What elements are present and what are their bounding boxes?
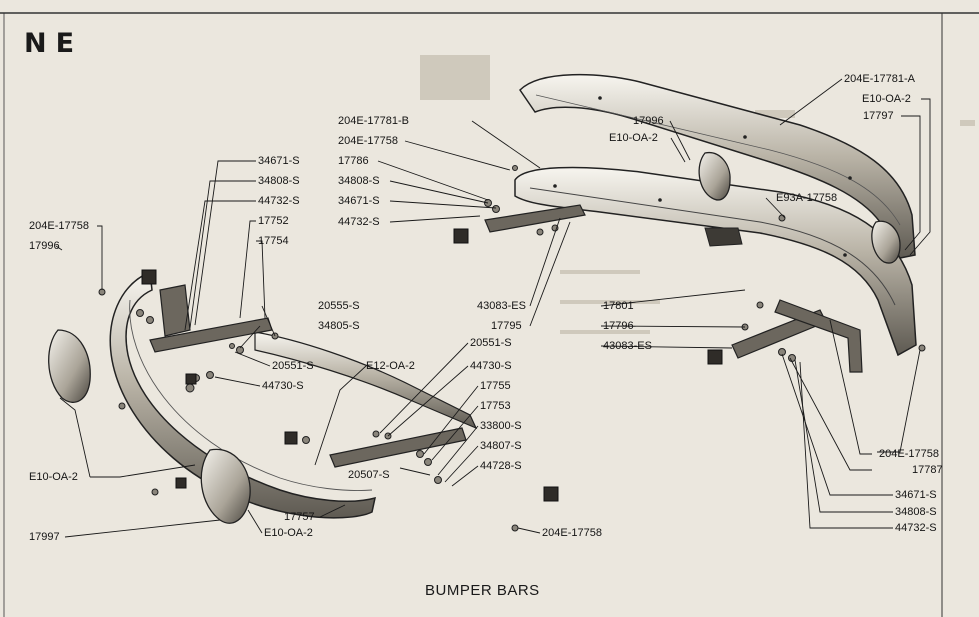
part-label: 17752 [258, 215, 289, 227]
page-code: NE [24, 28, 84, 59]
part-label: 43083-ES [603, 340, 652, 352]
part-label: E12-OA-2 [366, 360, 415, 372]
part-label: 43083-ES [477, 300, 526, 312]
part-label: 34807-S [480, 440, 522, 452]
part-label: 204E-17758 [542, 527, 602, 539]
part-label: E10-OA-2 [264, 527, 313, 539]
part-label: E10-OA-2 [609, 132, 658, 144]
part-label: 34808-S [338, 175, 380, 187]
part-label: 34805-S [318, 320, 360, 332]
rear-bumper-bar [519, 73, 916, 259]
diagram-caption: BUMPER BARS [425, 582, 540, 599]
rubber-pads [141, 228, 723, 502]
part-label: 17996 [29, 240, 60, 252]
brackets [149, 204, 863, 468]
part-label: 204E-17781-B [338, 115, 409, 127]
part-label: 44732-S [338, 216, 380, 228]
part-label: 17797 [863, 110, 894, 122]
part-label: 34671-S [258, 155, 300, 167]
part-label: 17754 [258, 235, 289, 247]
part-label: 44728-S [480, 460, 522, 472]
part-label: 33800-S [480, 420, 522, 432]
part-label: 204E-17758 [879, 448, 939, 460]
part-label: 17787 [912, 464, 943, 476]
leader-lines [55, 78, 931, 538]
part-label: 44732-S [258, 195, 300, 207]
part-label: 44730-S [262, 380, 304, 392]
part-label: 17795 [491, 320, 522, 332]
part-label: 17996 [633, 115, 664, 127]
part-label: 204E-17758 [29, 220, 89, 232]
part-label: 34808-S [895, 506, 937, 518]
part-label: 20555-S [318, 300, 360, 312]
part-label: 34671-S [338, 195, 380, 207]
part-label: 17757 [284, 511, 315, 523]
part-label: 44732-S [895, 522, 937, 534]
part-label: 17796 [603, 320, 634, 332]
frame-lines [0, 12, 979, 617]
part-label: 20551-S [272, 360, 314, 372]
part-label: 17786 [338, 155, 369, 167]
part-label: 204E-17781-A [844, 73, 915, 85]
part-label: 20551-S [470, 337, 512, 349]
part-label: 34671-S [895, 489, 937, 501]
part-label: E93A-17758 [776, 192, 838, 204]
part-label: 204E-17758 [338, 135, 398, 147]
part-label: 17753 [480, 400, 511, 412]
part-label: 17755 [480, 380, 511, 392]
overriders [48, 152, 901, 524]
part-label: 17997 [29, 531, 60, 543]
part-label: E10-OA-2 [862, 93, 911, 105]
part-label: 20507-S [348, 469, 390, 481]
bleed-through-marks [420, 55, 975, 334]
part-label: E10-OA-2 [29, 471, 78, 483]
part-label: 44730-S [470, 360, 512, 372]
part-label: 17801 [603, 300, 634, 312]
part-label: 34808-S [258, 175, 300, 187]
